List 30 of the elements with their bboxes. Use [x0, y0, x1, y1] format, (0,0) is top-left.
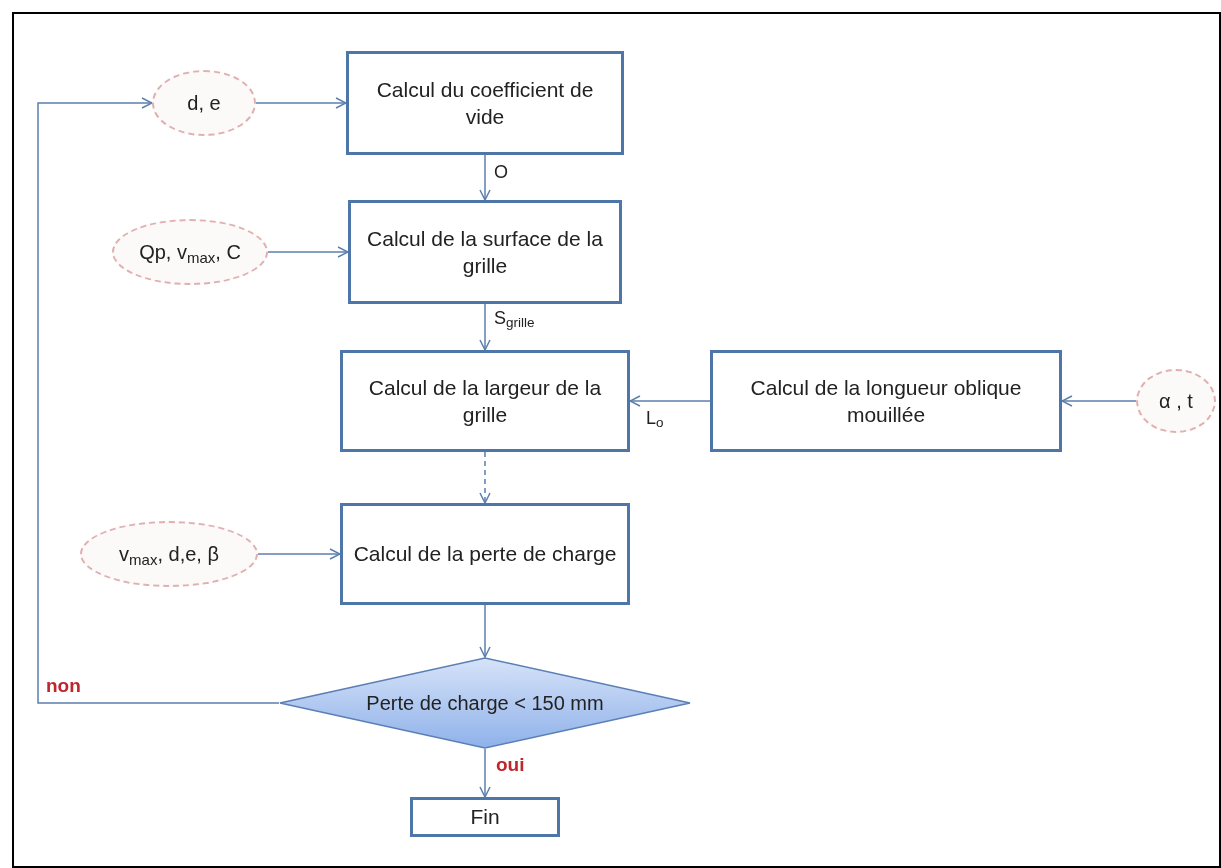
step-text: Calcul de la largeur de la grille	[367, 374, 603, 428]
input-label: α , t	[1159, 389, 1193, 414]
step-text: Calcul du coefficient de vide	[375, 76, 595, 130]
arrow	[479, 451, 491, 504]
process-box	[348, 200, 622, 304]
arrow	[255, 97, 347, 109]
arrow	[1061, 395, 1137, 407]
arrow	[37, 97, 280, 704]
step-text: Calcul de la perte de charge	[353, 541, 617, 568]
edge-label: L$_{o}$	[644, 408, 666, 430]
input-label: Qp, v$_{max}$, C	[139, 240, 241, 265]
arrow	[629, 395, 711, 407]
process-box	[346, 51, 624, 155]
condition-text: Perte de charge < 150 mm	[366, 691, 604, 716]
arrow	[479, 303, 491, 351]
input-label: v$_{max}$, d,e, β	[119, 542, 219, 567]
end-box	[410, 797, 560, 837]
process-box	[710, 350, 1062, 452]
step-text: Fin	[470, 804, 500, 831]
process-box	[340, 350, 630, 452]
arrow	[267, 246, 349, 258]
edge-label: S$_{grille}$	[492, 308, 537, 330]
step-text: Calcul de la longueur oblique mouillée	[749, 374, 1023, 428]
input-label: d, e	[187, 91, 221, 116]
arrow	[479, 604, 491, 658]
arrow	[257, 548, 341, 560]
process-box	[340, 503, 630, 605]
step-text: Calcul de la surface de la grille	[366, 225, 604, 279]
arrow	[479, 748, 491, 798]
arrow	[479, 154, 491, 201]
